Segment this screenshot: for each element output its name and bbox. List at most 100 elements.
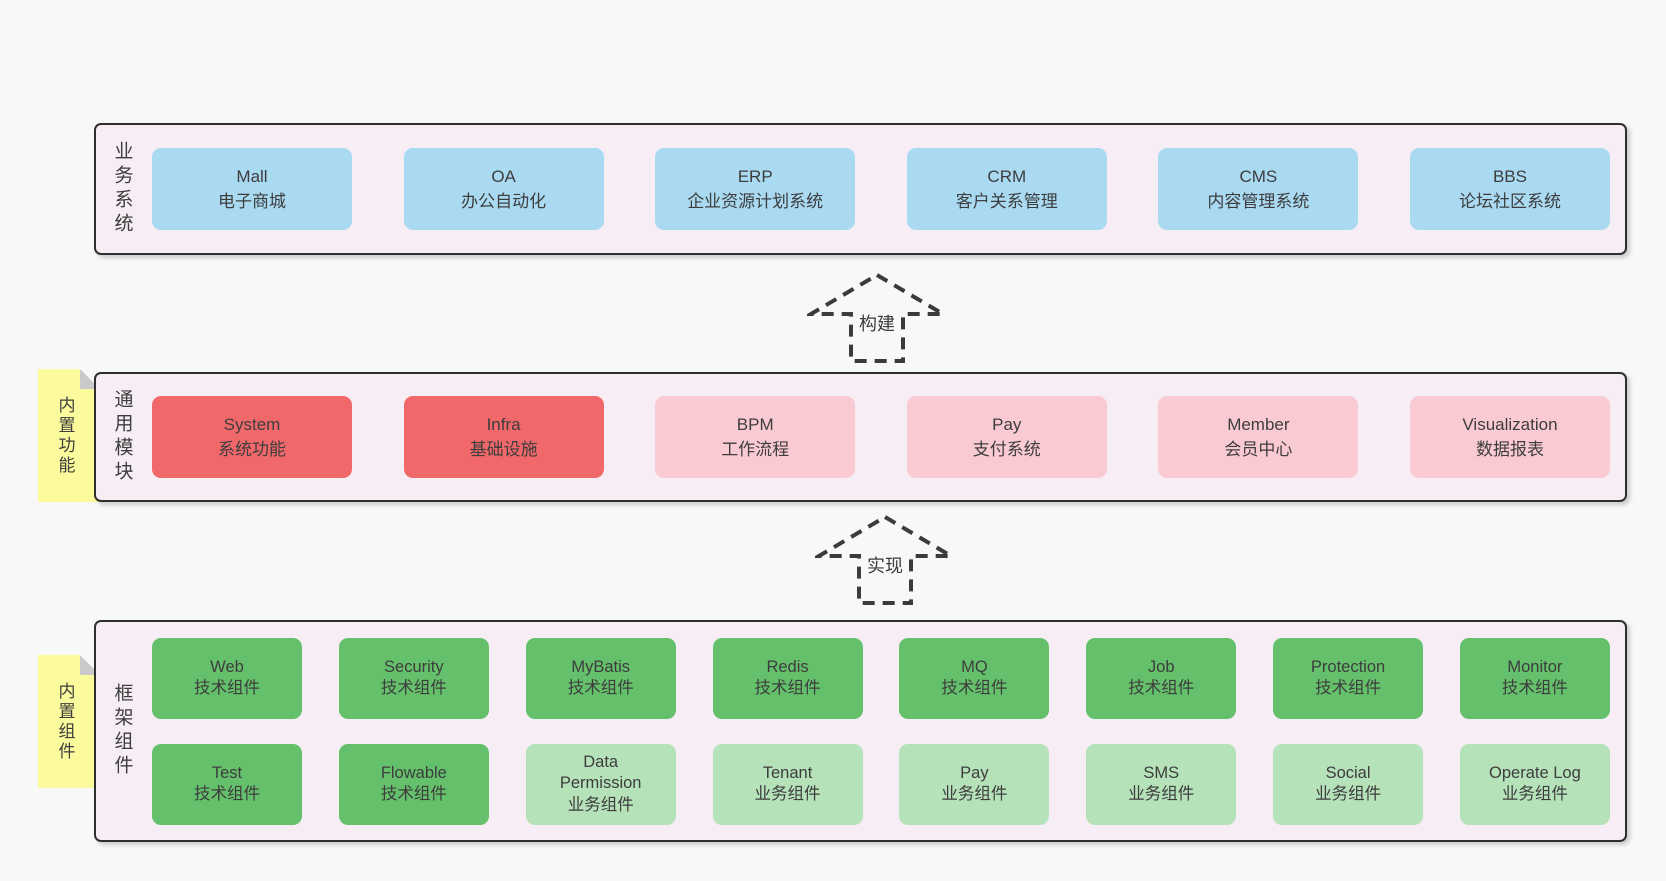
diagram-box-social: Social 业务组件 — [1273, 743, 1424, 825]
box-title: Flowable — [380, 763, 447, 782]
box-subtitle: 技术组件 — [1315, 679, 1382, 697]
sticky-note-builtin-components: 内置组件 — [38, 655, 100, 788]
box-subtitle: 业务组件 — [941, 785, 1008, 803]
diagram-box-mq: MQ 技术组件 — [899, 637, 1050, 719]
box-subtitle: 技术组件 — [754, 679, 821, 697]
box-title: Pay — [992, 414, 1022, 434]
box-title: Web — [210, 657, 244, 676]
box-subtitle: 业务组件 — [567, 795, 634, 814]
box-subtitle: 业务组件 — [1128, 785, 1195, 803]
box-title: Social — [1325, 763, 1371, 782]
box-title: CMS — [1239, 166, 1278, 186]
box-title: MQ — [961, 657, 988, 676]
box-title: BBS — [1492, 166, 1527, 186]
box-title: Mall — [236, 166, 268, 186]
box-subtitle: 技术组件 — [380, 785, 447, 803]
diagram-box-security: Security 技术组件 — [338, 637, 489, 719]
diagram-box-crm: CRM 客户关系管理 — [906, 148, 1107, 230]
box-subtitle: 数据报表 — [1475, 440, 1544, 459]
diagram-box-infra: Infra 基础设施 — [403, 396, 604, 478]
box-subtitle: 业务组件 — [1315, 785, 1382, 803]
diagram-box-protection: Protection 技术组件 — [1273, 637, 1424, 719]
diagram-box-tenant: Tenant 业务组件 — [712, 743, 863, 825]
box-subtitle: 电子商城 — [218, 192, 286, 211]
diagram-box-data-permission: Data Permission 业务组件 — [525, 743, 676, 825]
box-subtitle: 技术组件 — [380, 679, 447, 697]
box-title: Pay — [960, 763, 989, 782]
box-title: System — [223, 414, 281, 434]
box-title: CRM — [987, 166, 1027, 186]
box-title: Tenant — [762, 763, 813, 782]
box-subtitle: 会员中心 — [1224, 440, 1293, 459]
diagram-box-cms: CMS 内容管理系统 — [1158, 148, 1359, 230]
box-title: Visualization — [1462, 414, 1558, 434]
box-title: Test — [211, 763, 243, 782]
dashed-up-arrow-implement: 实现 — [811, 514, 959, 606]
box-subtitle: 技术组件 — [1128, 679, 1195, 697]
box-title: ERP — [737, 166, 773, 186]
diagram-box-erp: ERP 企业资源计划系统 — [655, 148, 856, 230]
diagram-box-bpm: BPM 工作流程 — [655, 396, 856, 478]
box-subtitle: 论坛社区系统 — [1458, 192, 1561, 211]
diagram-box-job: Job 技术组件 — [1086, 637, 1237, 719]
diagram-box-pay: Pay 业务组件 — [899, 743, 1050, 825]
diagram-box-monitor: Monitor 技术组件 — [1459, 637, 1610, 719]
box-subtitle: 企业资源计划系统 — [687, 192, 824, 211]
box-title: Monitor — [1507, 657, 1563, 676]
diagram-box-redis: Redis 技术组件 — [712, 637, 863, 719]
box-title: Protection — [1310, 657, 1386, 676]
dashed-up-arrow-build: 构建 — [803, 272, 951, 364]
box-subtitle: 技术组件 — [1501, 679, 1568, 697]
box-title: Security — [384, 657, 444, 676]
sticky-note-label: 内置功能 — [55, 395, 75, 476]
diagram-box-test: Test 技术组件 — [152, 743, 302, 825]
box-subtitle: 技术组件 — [194, 679, 260, 697]
box-subtitle: 基础设施 — [469, 440, 538, 459]
box-title: Redis — [766, 657, 809, 676]
diagram-box-sms: SMS 业务组件 — [1086, 743, 1237, 825]
box-title: BPM — [736, 414, 774, 434]
box-subtitle: 技术组件 — [567, 679, 634, 697]
box-subtitle: 系统功能 — [218, 440, 286, 459]
diagram-box-system: System 系统功能 — [152, 396, 352, 478]
up-arrow-icon: 实现 — [811, 514, 959, 605]
arrow-implement-label: 实现 — [867, 556, 903, 576]
box-subtitle: 技术组件 — [941, 679, 1008, 697]
diagram-box-mall: Mall 电子商城 — [152, 148, 352, 230]
diagram-box-flowable: Flowable 技术组件 — [338, 743, 489, 825]
box-title: Infra — [486, 414, 521, 434]
box-subtitle: 业务组件 — [754, 785, 821, 803]
layer-label-framework-components: 框架组件 — [111, 683, 133, 779]
box-subtitle: 技术组件 — [194, 785, 260, 803]
up-arrow-icon: 构建 — [803, 272, 951, 363]
box-subtitle: 工作流程 — [721, 440, 790, 459]
sticky-note-label: 内置组件 — [55, 681, 75, 762]
arrow-label-backdrop — [862, 550, 908, 578]
layer-label-business-systems: 业务系统 — [111, 141, 133, 237]
diagram-box-bbs: BBS 论坛社区系统 — [1409, 148, 1610, 230]
box-subtitle: 客户关系管理 — [955, 192, 1058, 211]
box-subtitle: 业务组件 — [1501, 785, 1568, 803]
sticky-note-builtin-features: 内置功能 — [38, 369, 100, 502]
box-subtitle: 办公自动化 — [461, 192, 547, 211]
arrow-build-label: 构建 — [859, 314, 895, 334]
box-title: Data Permission — [559, 752, 642, 793]
layer-label-common-modules: 通用模块 — [111, 389, 133, 485]
box-title: SMS — [1143, 763, 1180, 782]
box-title: Job — [1147, 657, 1175, 676]
box-subtitle: 内容管理系统 — [1207, 192, 1310, 211]
